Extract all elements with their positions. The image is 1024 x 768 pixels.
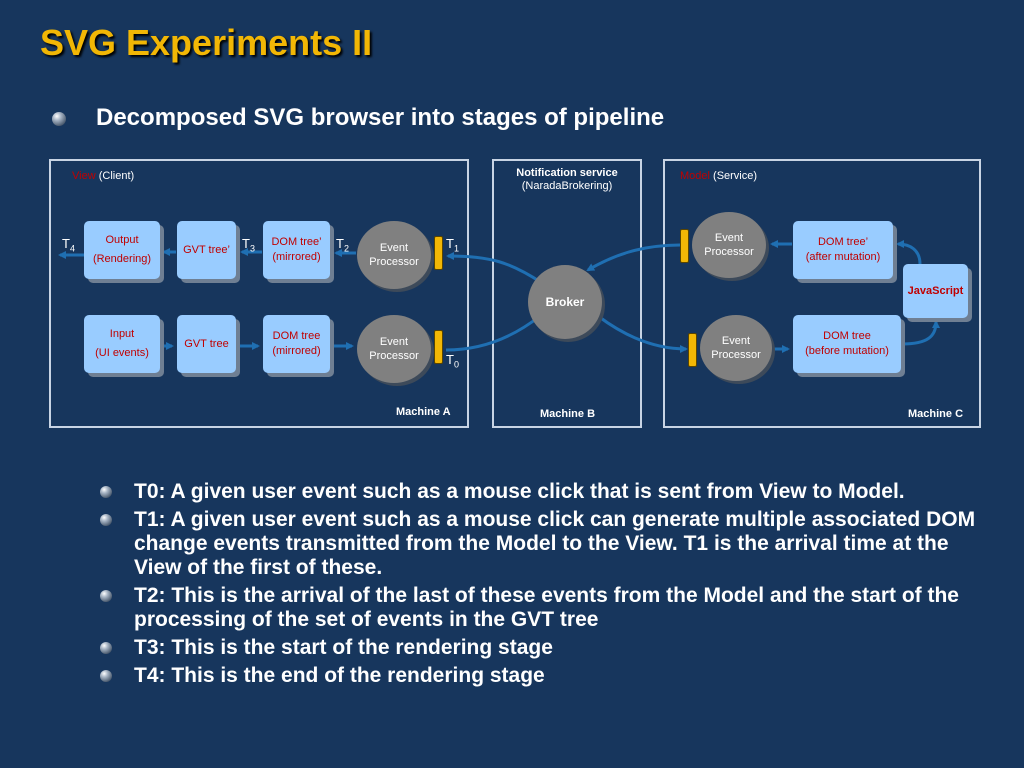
bullet-icon	[100, 670, 112, 682]
output-rendering-box: Output (Rendering)	[84, 221, 160, 279]
javascript-label: JavaScript	[907, 284, 964, 297]
bullet-item-t4: T4: This is the end of the rendering sta…	[100, 664, 990, 688]
ui-events-label: (UI events)	[95, 347, 149, 359]
bullet-item-t3: T3: This is the start of the rendering s…	[100, 636, 990, 660]
model-label: Model	[680, 170, 710, 182]
arrow-broker-to-model	[597, 314, 688, 353]
input-label: Input	[109, 328, 135, 340]
bullet-icon	[100, 514, 112, 526]
event-label: Event	[379, 336, 409, 348]
client-label: (Client)	[95, 170, 135, 182]
arrow-dom-before-to-js	[901, 320, 940, 346]
machine-c-label: Machine C	[908, 408, 964, 420]
machine-b-label: Machine B	[540, 408, 596, 420]
notification-service-label: Notification service	[516, 167, 618, 179]
machine-b-title: Notification service (NaradaBrokering)	[494, 167, 640, 193]
mirrored-label: (mirrored)	[272, 251, 321, 263]
broker-label: Broker	[545, 295, 585, 309]
event-processor-a-bottom: Event Processor	[357, 315, 431, 383]
dom-tree-label: DOM tree	[272, 330, 321, 342]
t4-label: T4	[62, 236, 75, 254]
gvt-tree-prime-box: GVT tree’	[177, 221, 236, 279]
broker-node: Broker	[528, 265, 602, 339]
bullet-icon	[100, 486, 112, 498]
dom-tree-mirrored-box: DOM tree (mirrored)	[263, 315, 330, 373]
t0-label: T0	[446, 352, 459, 370]
slide-title: SVG Experiments II	[40, 22, 373, 63]
machine-a-title: View (Client)	[72, 170, 134, 182]
bullet-icon	[100, 590, 112, 602]
javascript-box: JavaScript	[903, 264, 968, 318]
dom-tree-after-mutation-box: DOM tree’ (after mutation)	[793, 221, 893, 279]
t1-label: T1	[446, 236, 459, 254]
dom-tree-prime-label: DOM tree’	[817, 236, 869, 248]
input-ui-events-box: Input (UI events)	[84, 315, 160, 373]
event-label: Event	[714, 232, 744, 244]
event-label: Event	[379, 242, 409, 254]
event-processor-c-top: Event Processor	[692, 212, 766, 278]
bullet-icon	[100, 642, 112, 654]
arrow-broker-to-view	[446, 252, 543, 285]
arrow-model-to-broker	[586, 243, 681, 272]
before-mutation-label: (before mutation)	[805, 345, 889, 357]
port-a-bottom	[434, 330, 443, 364]
t2-label: T2	[336, 236, 349, 254]
event-processor-a-top: Event Processor	[357, 221, 431, 289]
port-c-bottom	[688, 333, 697, 367]
naradabrokering-label: (NaradaBrokering)	[521, 180, 613, 192]
event-processor-c-bottom: Event Processor	[700, 315, 772, 381]
arrow-view-to-broker	[445, 314, 542, 352]
processor-label: Processor	[369, 256, 419, 268]
bullet-item-t0: T0: A given user event such as a mouse c…	[100, 480, 990, 504]
after-mutation-label: (after mutation)	[805, 251, 881, 263]
arrow-js-to-dom-after	[896, 240, 922, 265]
rendering-label: (Rendering)	[92, 253, 152, 265]
machine-a-frame	[49, 159, 469, 428]
dom-tree-label: DOM tree	[823, 330, 871, 342]
view-label: View	[72, 170, 96, 182]
processor-label: Processor	[369, 350, 419, 362]
service-label: (Service)	[709, 170, 758, 182]
slide-subtitle: Decomposed SVG browser into stages of pi…	[96, 104, 665, 131]
dom-tree-before-mutation-box: DOM tree (before mutation)	[793, 315, 901, 373]
output-label: Output	[105, 234, 139, 246]
bullet-icon	[52, 112, 66, 126]
processor-label: Processor	[704, 246, 754, 258]
timing-definitions-list: T0: A given user event such as a mouse c…	[100, 480, 990, 692]
event-label: Event	[721, 335, 751, 347]
dom-tree-prime-mirrored-box: DOM tree’ (mirrored)	[263, 221, 330, 279]
gvt-tree-prime-label: GVT tree’	[183, 243, 230, 256]
port-c-top	[680, 229, 689, 263]
port-a-top	[434, 236, 443, 270]
processor-label: Processor	[711, 349, 761, 361]
gvt-tree-label: GVT tree	[184, 337, 229, 350]
t3-label: T3	[242, 236, 255, 254]
machine-c-title: Model (Service)	[680, 170, 757, 182]
mirrored-label: (mirrored)	[272, 345, 321, 357]
gvt-tree-box: GVT tree	[177, 315, 236, 373]
dom-tree-prime-label: DOM tree’	[271, 236, 322, 248]
bullet-item-t1: T1: A given user event such as a mouse c…	[100, 508, 990, 580]
bullet-item-t2: T2: This is the arrival of the last of t…	[100, 584, 990, 632]
machine-a-label: Machine A	[396, 406, 451, 418]
